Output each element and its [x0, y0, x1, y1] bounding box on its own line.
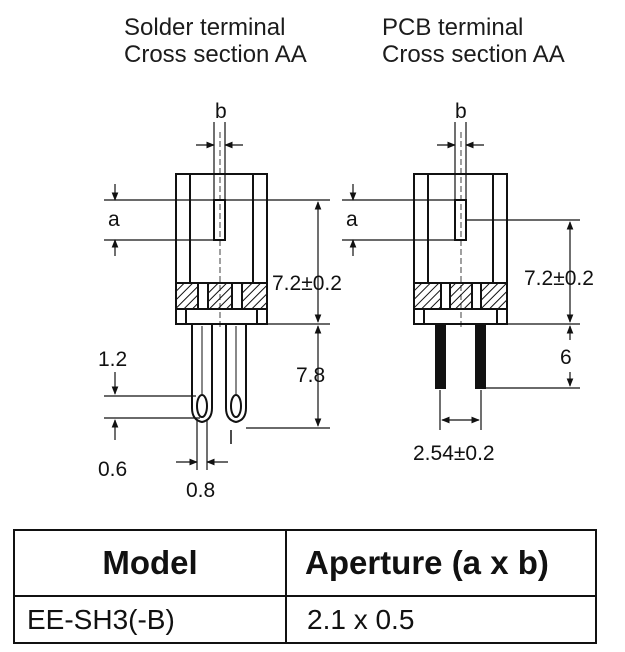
solder-terminal-title-line1: Solder terminal: [124, 14, 286, 41]
solder-aperture-slit: [213, 199, 226, 241]
cell-aperture: 2.1 x 0.5: [285, 595, 597, 644]
pcb-dimension-lines: [342, 122, 580, 430]
pcb-base-hatch: [413, 282, 508, 310]
pcb-base-gap-right: [471, 282, 482, 310]
solder-lead-thick-label: 0.6: [98, 458, 127, 481]
solder-lead-right: [225, 324, 247, 424]
pcb-lead-length-label: 6: [560, 346, 572, 369]
solder-lead-hole-left: [196, 394, 208, 418]
solder-lead-length-label: 7.8: [296, 364, 325, 387]
solder-lead-left: [191, 324, 213, 424]
header-aperture: Aperture (a x b): [285, 529, 597, 597]
solder-flange: [185, 308, 258, 325]
table-row: EE-SH3(-B) 2.1 x 0.5: [13, 595, 597, 644]
solder-lead-hole-right: [230, 394, 242, 418]
solder-a-label: a: [108, 208, 120, 231]
solder-terminal-drawing: [175, 173, 268, 444]
dimension-drawing: b a 7.2±0.2 7.8 1.2 0.6 0.8: [98, 100, 594, 502]
solder-base-gap-right: [231, 282, 243, 310]
pcb-b-label: b: [455, 100, 467, 123]
pcb-height-label: 7.2±0.2: [524, 267, 594, 290]
solder-base-gap-left: [197, 282, 209, 310]
cell-model: EE-SH3(-B): [13, 595, 287, 644]
pcb-pitch-label: 2.54±0.2: [413, 442, 495, 465]
pcb-a-label: a: [346, 208, 358, 231]
pcb-lead-left: [435, 323, 446, 389]
pcb-base-gap-left: [440, 282, 451, 310]
solder-height-label: 7.2±0.2: [272, 272, 342, 295]
pcb-terminal-title-line2: Cross section AA: [382, 41, 565, 68]
solder-base-hatch: [175, 282, 268, 310]
aperture-table: Model Aperture (a x b) EE-SH3(-B) 2.1 x …: [13, 529, 597, 644]
pcb-lead-right: [475, 323, 486, 389]
header-model: Model: [13, 529, 287, 597]
table-header-row: Model Aperture (a x b): [13, 529, 597, 597]
pcb-terminal-title: PCB terminal Cross section AA: [382, 14, 565, 68]
pcb-aperture-slit: [454, 199, 467, 241]
pcb-terminal-drawing: [413, 173, 508, 389]
solder-lead-width-label: 1.2: [98, 348, 127, 371]
pcb-flange: [423, 308, 498, 325]
solder-dimension-lines: [104, 122, 330, 470]
solder-terminal-title: Solder terminal Cross section AA: [124, 14, 307, 68]
solder-terminal-title-line2: Cross section AA: [124, 41, 307, 68]
solder-b-label: b: [215, 100, 227, 123]
solder-lead-pitch-label: 0.8: [186, 479, 215, 502]
pcb-terminal-title-line1: PCB terminal: [382, 14, 524, 41]
